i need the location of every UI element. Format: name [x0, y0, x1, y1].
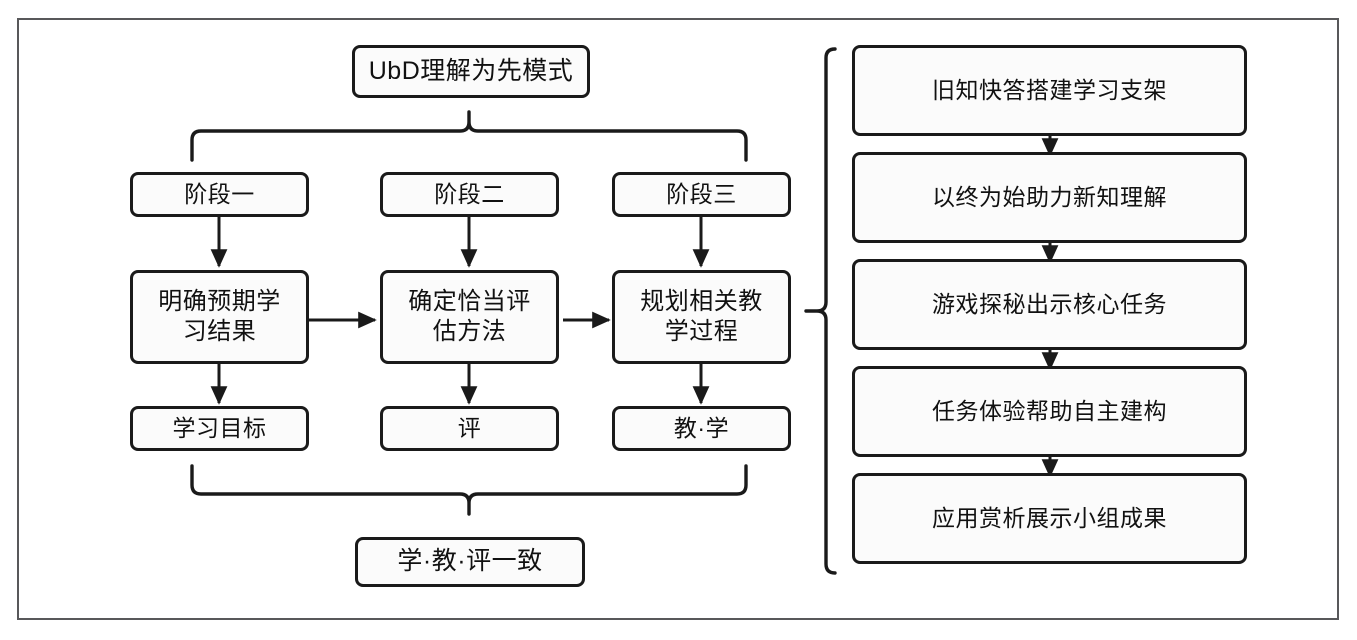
right-sequence-box-5-label: 应用赏析展示小组成果 — [932, 505, 1167, 532]
outcome-box-3: 教·学 — [612, 406, 791, 451]
right-sequence-box-2: 以终为始助力新知理解 — [852, 152, 1247, 243]
outcome-box-1-label: 学习目标 — [172, 415, 267, 442]
title-box-label: UbD理解为先模式 — [368, 56, 574, 85]
outcome-box-1: 学习目标 — [130, 406, 309, 451]
right-sequence-box-4-label: 任务体验帮助自主建构 — [932, 398, 1167, 425]
main-step-box-1: 明确预期学习结果 — [130, 270, 309, 364]
outcome-box-2: 评 — [380, 406, 559, 451]
right-sequence-box-1-label: 旧知快答搭建学习支架 — [932, 77, 1167, 104]
stage-box-3-label: 阶段三 — [666, 181, 737, 208]
stage-box-1: 阶段一 — [130, 172, 309, 217]
stage-box-3: 阶段三 — [612, 172, 791, 217]
right-sequence-box-2-label: 以终为始助力新知理解 — [932, 184, 1167, 211]
right-sequence-box-5: 应用赏析展示小组成果 — [852, 473, 1247, 564]
outcome-box-2-label: 评 — [457, 415, 482, 442]
title-box: UbD理解为先模式 — [352, 45, 590, 98]
main-step-box-3-label: 规划相关教学过程 — [640, 287, 763, 345]
summary-box-label: 学·教·评一致 — [397, 547, 543, 576]
stage-box-2-label: 阶段二 — [434, 181, 505, 208]
summary-box: 学·教·评一致 — [355, 537, 585, 587]
main-step-box-1-label: 明确预期学习结果 — [158, 287, 281, 345]
right-sequence-box-3-label: 游戏探秘出示核心任务 — [932, 291, 1167, 318]
stage-box-1-label: 阶段一 — [184, 181, 255, 208]
right-sequence-box-1: 旧知快答搭建学习支架 — [852, 45, 1247, 136]
main-step-box-3: 规划相关教学过程 — [612, 270, 791, 364]
main-step-box-2: 确定恰当评估方法 — [380, 270, 559, 364]
stage-box-2: 阶段二 — [380, 172, 559, 217]
right-sequence-box-4: 任务体验帮助自主建构 — [852, 366, 1247, 457]
main-step-box-2-label: 确定恰当评估方法 — [408, 287, 531, 345]
outcome-box-3-label: 教·学 — [673, 415, 730, 442]
right-sequence-box-3: 游戏探秘出示核心任务 — [852, 259, 1247, 350]
